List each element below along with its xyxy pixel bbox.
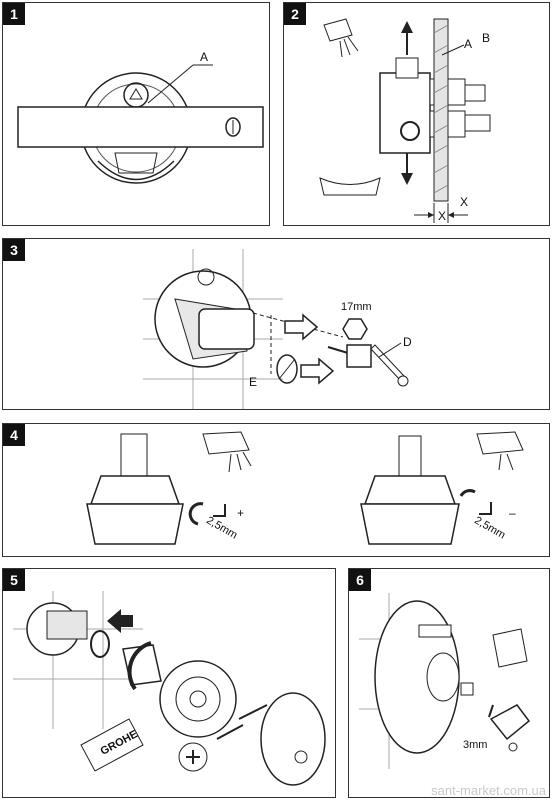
label-a: A — [464, 37, 473, 51]
temperature-limit-illustration — [86, 431, 524, 545]
panel-4: 4 2,5mm + 2,5mm – — [2, 423, 550, 557]
panel-6: 6 3mm — [348, 568, 550, 798]
label-e: E — [249, 375, 258, 389]
label-d: D — [403, 335, 412, 349]
watermark: sant-market.com.ua — [431, 783, 546, 798]
label-plus: + — [237, 506, 245, 520]
panel-number: 5 — [3, 569, 25, 591]
label-a: A — [200, 50, 209, 64]
label-x-bottom: X — [438, 209, 447, 223]
panel-3: 3 17mm D E — [2, 238, 550, 410]
panel-5: 5 GROHE — [2, 568, 336, 798]
label-x-right: X — [460, 195, 469, 209]
panel-number: 2 — [284, 3, 306, 25]
panel-number: 6 — [349, 569, 371, 591]
label-key-size: 3mm — [463, 739, 488, 751]
panel-1: 1 A — [2, 2, 270, 226]
valve-level-illustration — [17, 64, 264, 184]
panel-number: 4 — [3, 424, 25, 446]
mounting-depth-illustration — [319, 18, 491, 223]
trim-assembly-illustration — [13, 591, 326, 786]
handle-install-illustration — [359, 593, 531, 769]
panel-number: 1 — [3, 3, 25, 25]
label-minus: – — [509, 506, 516, 520]
panel-number: 3 — [3, 239, 25, 261]
cartridge-install-illustration — [143, 249, 409, 409]
label-b: B — [482, 31, 491, 45]
panel-2: 2 A B X X — [283, 2, 550, 226]
label-wrench-size: 17mm — [341, 301, 372, 313]
